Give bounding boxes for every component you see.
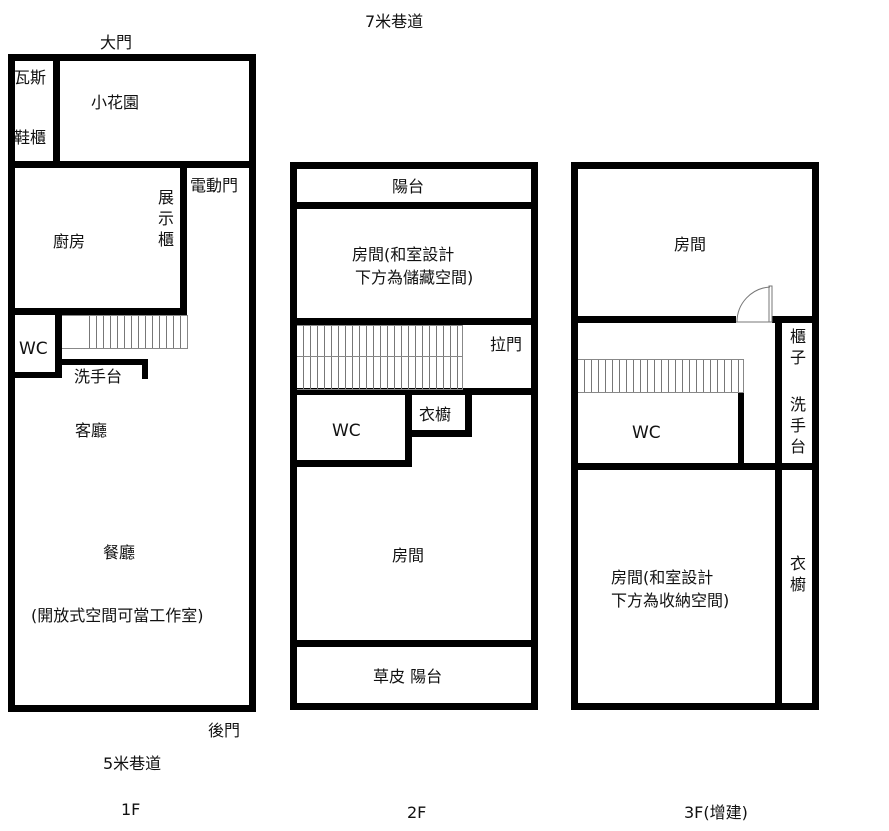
shoe-cabinet-label: 鞋櫃 [14,128,47,147]
wardrobe-label: 衣櫥 [419,405,452,424]
wc-label: WC [632,423,661,443]
room1-note: 下方為儲藏空間) [355,268,474,287]
wall [142,359,148,379]
balcony-label: 陽台 [392,177,425,196]
dining-note: (開放式空間可當工作室) [31,606,204,625]
cabinet-label: 櫃子 [789,327,806,367]
garden-label: 小花園 [91,93,140,112]
wall [290,703,538,710]
wall [62,359,148,365]
wall [462,325,463,388]
wall [8,372,62,378]
wall [412,430,472,437]
wall [571,316,736,323]
street-top: 7米巷道 [365,12,424,31]
street-bottom: 5米巷道 [103,754,162,773]
wall [571,162,578,710]
wall [290,162,538,169]
wall [290,162,297,710]
front-door-label: 大門 [100,33,133,52]
stairs [297,356,463,390]
floor-label: 1F [121,800,141,819]
living-room-label: 客廳 [75,421,108,440]
wall [738,393,744,467]
wall [405,395,412,467]
display-cabinet-label: 展示櫃 [157,188,174,249]
wall [812,162,819,710]
wall [571,703,819,710]
wall [571,463,819,470]
room1-label: 房間(和室設計 [352,245,455,264]
wardrobe-label: 衣櫥 [789,554,806,594]
sink-label: 洗手台 [789,395,806,456]
door-swing-icon [736,285,773,323]
wall [8,161,256,168]
wall [465,395,472,437]
room2-label: 房間(和室設計 [611,568,714,587]
room2-label: 房間 [392,546,425,565]
wc-label: WC [332,421,361,441]
sink-label: 洗手台 [74,367,123,386]
wall [290,460,412,467]
wall [290,388,538,395]
gas-label: 瓦斯 [14,68,47,87]
kitchen-label: 廚房 [53,232,86,251]
wall [180,168,187,315]
floor-label: 2F [407,803,427,822]
wall [571,162,819,169]
sliding-door-label: 拉門 [490,335,523,354]
wall [8,54,15,712]
stairs [62,315,188,349]
wall [775,316,782,710]
electric-door-label: 電動門 [190,176,239,195]
wall [290,640,538,647]
wall [290,202,538,209]
wall [8,308,187,315]
dining-room-label: 餐廳 [103,543,136,562]
wall [290,318,538,325]
wall [8,705,256,712]
wall [249,54,256,712]
stairs [578,359,744,393]
wc-label: WC [19,339,48,359]
wall [8,54,256,61]
wall [772,316,819,323]
room1-label: 房間 [674,235,707,254]
stairs [297,325,463,357]
room2-note: 下方為收納空間) [611,591,730,610]
back-door-label: 後門 [208,721,241,740]
wall [531,162,538,710]
wall [55,315,62,378]
floor-label: 3F(增建) [684,803,748,822]
wall [53,61,60,165]
lawn-balcony-label: 草皮 陽台 [373,667,443,686]
